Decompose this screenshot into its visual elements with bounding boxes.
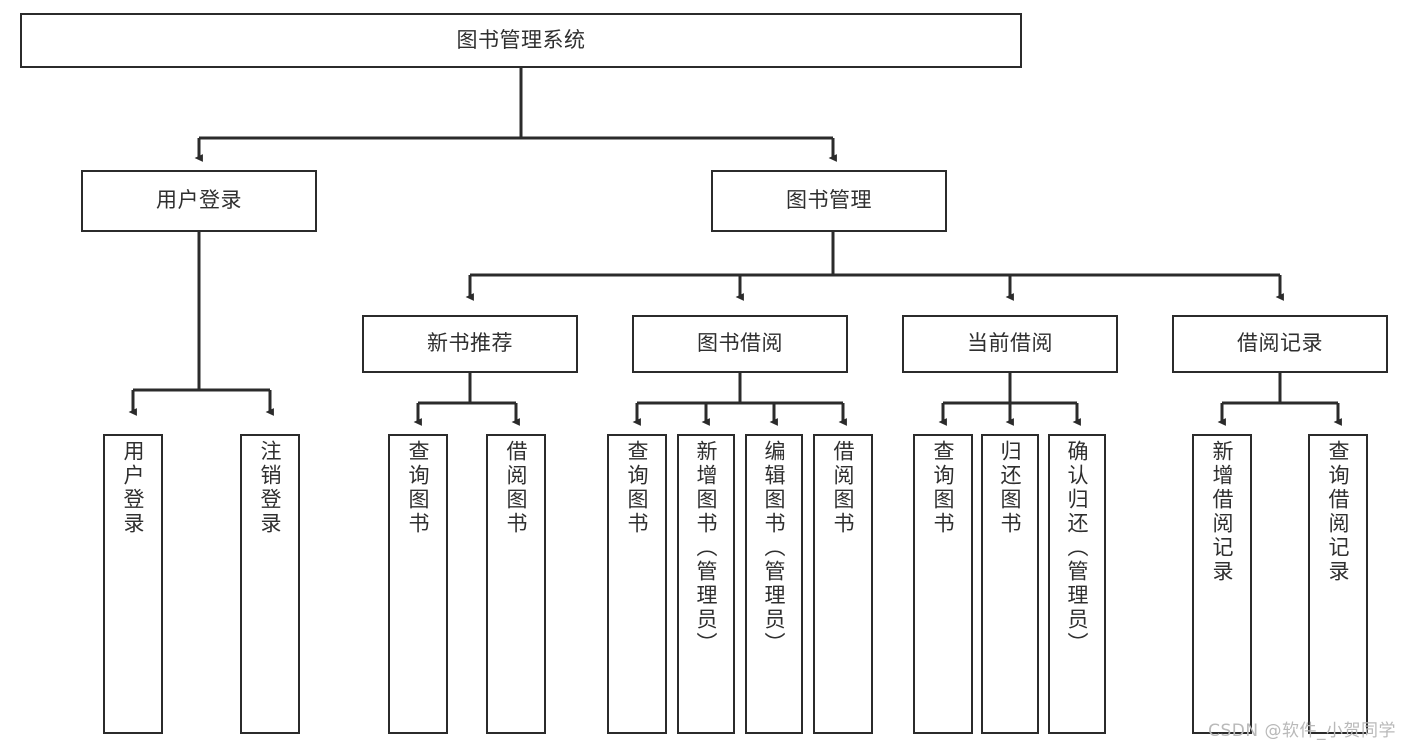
node-current-borrow[interactable]: 当前借阅 [902,315,1118,373]
node-leaf-borrow-book-recommend[interactable]: 借阅图书 [486,434,546,734]
node-label: 新增图书（管理员） [694,440,719,656]
node-leaf-user-login[interactable]: 用户登录 [103,434,163,734]
node-label: 编辑图书（管理员） [762,440,787,656]
node-leaf-logout-login[interactable]: 注销登录 [240,434,300,734]
node-label: 注销登录 [258,440,283,536]
node-leaf-query-book-borrow[interactable]: 查询图书 [607,434,667,734]
node-book-borrow[interactable]: 图书借阅 [632,315,848,373]
node-label: 借阅记录 [1237,331,1323,356]
node-leaf-query-book-recommend[interactable]: 查询图书 [388,434,448,734]
node-label: 图书管理 [786,188,872,213]
node-leaf-query-book-current[interactable]: 查询图书 [913,434,973,734]
node-leaf-add-borrow-record[interactable]: 新增借阅记录 [1192,434,1252,734]
node-label: 确认归还（管理员） [1065,440,1090,656]
node-label: 新书推荐 [427,331,513,356]
node-label: 用户登录 [156,188,242,213]
node-label: 图书管理系统 [456,27,586,52]
node-label: 当前借阅 [967,331,1053,356]
node-leaf-borrow-book[interactable]: 借阅图书 [813,434,873,734]
node-label: 借阅图书 [504,440,529,536]
node-label: 归还图书 [998,440,1023,536]
node-label: 借阅图书 [831,440,856,536]
node-book-management[interactable]: 图书管理 [711,170,947,232]
node-label: 用户登录 [121,440,146,536]
node-label: 查询图书 [931,440,956,536]
node-leaf-edit-book-admin[interactable]: 编辑图书（管理员） [745,434,803,734]
node-label: 查询借阅记录 [1326,440,1351,584]
node-leaf-confirm-return-admin[interactable]: 确认归还（管理员） [1048,434,1106,734]
node-leaf-return-book[interactable]: 归还图书 [981,434,1039,734]
node-new-book-recommend[interactable]: 新书推荐 [362,315,578,373]
node-leaf-add-book-admin[interactable]: 新增图书（管理员） [677,434,735,734]
node-user-login[interactable]: 用户登录 [81,170,317,232]
node-label: 图书借阅 [697,331,783,356]
node-root-book-management-system[interactable]: 图书管理系统 [20,13,1022,68]
node-label: 查询图书 [625,440,650,536]
node-borrow-record[interactable]: 借阅记录 [1172,315,1388,373]
node-label: 新增借阅记录 [1210,440,1235,584]
node-leaf-query-borrow-record[interactable]: 查询借阅记录 [1308,434,1368,734]
node-label: 查询图书 [406,440,431,536]
